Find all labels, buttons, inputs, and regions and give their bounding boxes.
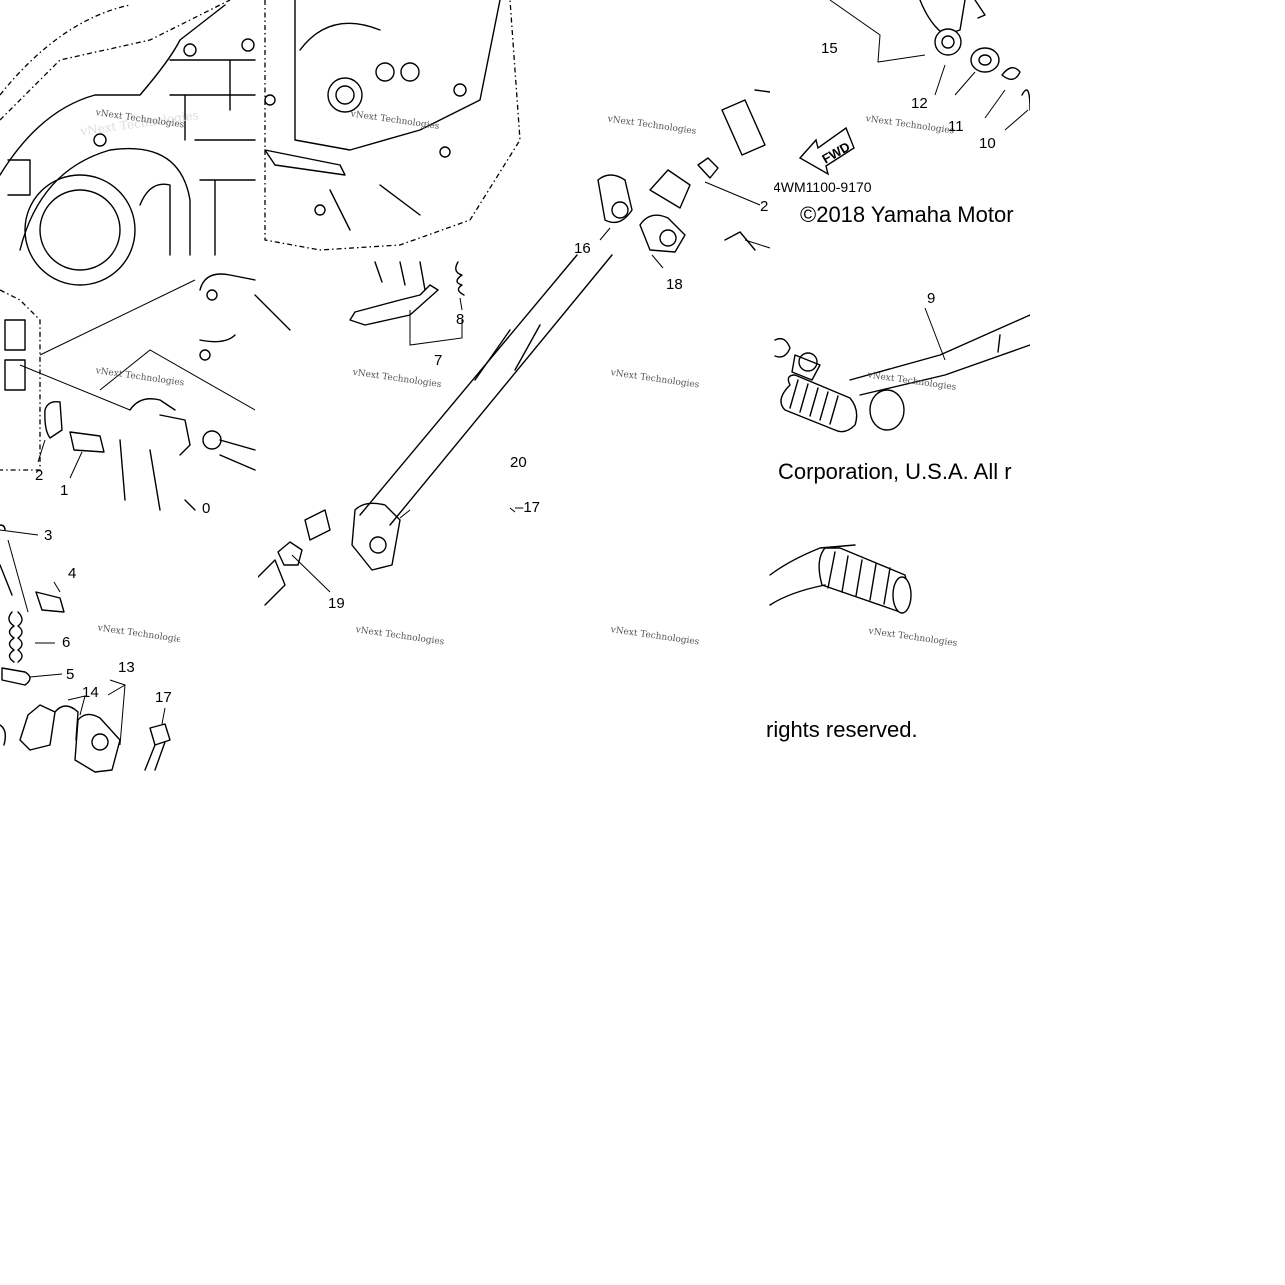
copyright-line-2: Corporation, U.S.A. All r (778, 459, 1012, 484)
callout-10: 10 (979, 135, 996, 152)
callout-3: 3 (44, 527, 52, 544)
shift-arm-drawing (829, 0, 1031, 131)
svg-text:vNext Technologies: vNext Technologies (349, 109, 440, 132)
callout-14: 14 (82, 684, 99, 701)
svg-text:vNext Technologies: vNext Technologies (351, 368, 442, 391)
copyright-line-1: ©2018 Yamaha Motor (800, 202, 1014, 227)
callout-17-alt: –17 (515, 499, 540, 516)
callout-2-alt: 2 (760, 198, 768, 215)
svg-text:vNext Technologies: vNext Technologies (94, 366, 185, 389)
crankcase-left-drawing (0, 0, 256, 286)
callout-20: 20 (510, 454, 527, 471)
callout-19: 19 (328, 595, 345, 612)
linkage-parts-drawing (0, 524, 171, 773)
callout-8: 8 (456, 311, 464, 328)
callout-1: 1 (60, 482, 68, 499)
callout-0: 0 (202, 500, 210, 517)
callout-13: 13 (118, 659, 135, 676)
svg-text:vNext Technologies: vNext Technologies (867, 626, 958, 649)
copyright-line-3: rights reserved. (766, 717, 918, 742)
callout-9: 9 (927, 290, 935, 307)
shift-pedal-drawing (769, 307, 1031, 614)
fwd-arrow-icon: FWD (798, 126, 855, 176)
callout-6: 6 (62, 634, 70, 651)
callout-2: 2 (35, 467, 43, 484)
callout-18: 18 (666, 276, 683, 293)
callout-11: 11 (948, 118, 964, 135)
svg-text:vNext Technologies: vNext Technologies (354, 625, 445, 648)
svg-text:vNext Technologies: vNext Technologies (866, 370, 957, 393)
shift-shaft-drawing (0, 273, 256, 511)
part-code: 4WM1100-9170 (773, 179, 872, 195)
callout-16: 16 (574, 240, 591, 257)
callout-labels: 1 2 3 4 5 6 7 8 9 10 11 12 13 14 15 16 1… (35, 40, 996, 706)
callout-12: 12 (911, 95, 928, 112)
svg-text:vNext Technologies: vNext Technologies (864, 114, 955, 137)
svg-text:vNext Technologies: vNext Technologies (609, 368, 700, 391)
crankcase-center-drawing (264, 0, 521, 251)
callout-5: 5 (66, 666, 74, 683)
callout-15: 15 (821, 40, 838, 57)
callout-7: 7 (434, 352, 442, 369)
svg-text:vNext Technologies: vNext Technologies (606, 114, 697, 137)
callout-4: 4 (68, 565, 76, 582)
callout-17: 17 (155, 689, 172, 706)
shift-rod-drawing (254, 89, 771, 606)
svg-text:vNext Technologies: vNext Technologies (96, 623, 187, 646)
